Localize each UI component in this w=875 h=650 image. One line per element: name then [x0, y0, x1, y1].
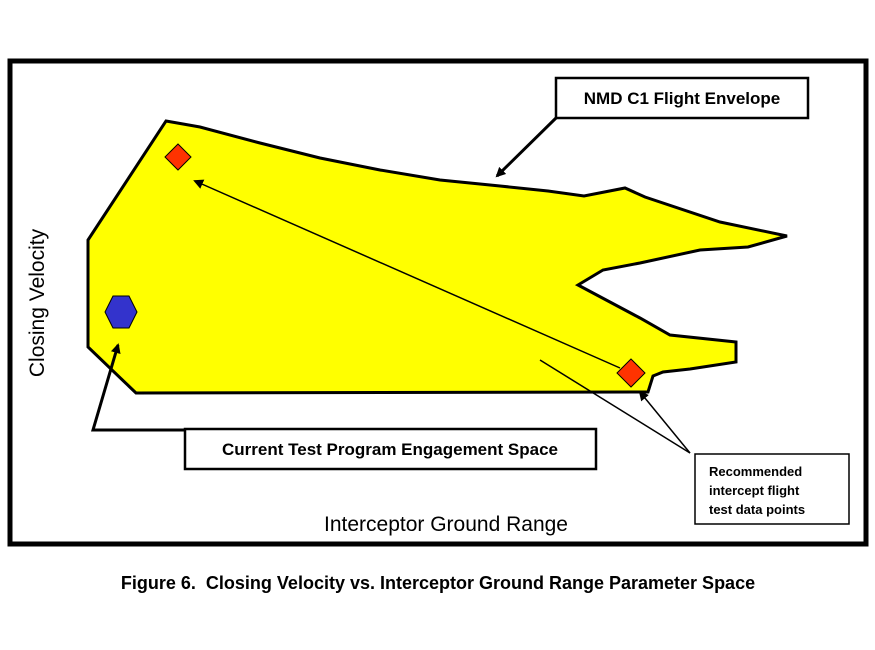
recommended-data-point-lower [616, 358, 646, 388]
engagement-callout-label: Current Test Program Engagement Space [222, 440, 558, 459]
engagement-callout-box [183, 427, 598, 471]
engagement-callout-arrow [90, 343, 185, 432]
y-axis-label: Closing Velocity [26, 228, 49, 377]
figure-caption: Figure 6. Closing Velocity vs. Intercept… [121, 573, 755, 593]
recommended-callout-leader-upper [539, 359, 691, 454]
envelope-callout-box [554, 76, 810, 120]
envelope-callout-arrow [495, 116, 558, 178]
recommended-data-point-upper [164, 143, 192, 171]
x-axis-label: Interceptor Ground Range [324, 513, 568, 536]
recommended-callout-line-2: intercept flight [709, 483, 800, 498]
recommended-callout-line-3: test data points [709, 502, 805, 517]
flight-envelope-region [86, 119, 788, 395]
data-point-connector-arrow [193, 179, 621, 369]
recommended-callout-line-1: Recommended [709, 464, 802, 479]
recommended-callout-box [694, 453, 850, 525]
recommended-callout-arrow [638, 390, 691, 454]
envelope-callout-label: NMD C1 Flight Envelope [584, 89, 780, 108]
engagement-space-marker [104, 295, 138, 329]
